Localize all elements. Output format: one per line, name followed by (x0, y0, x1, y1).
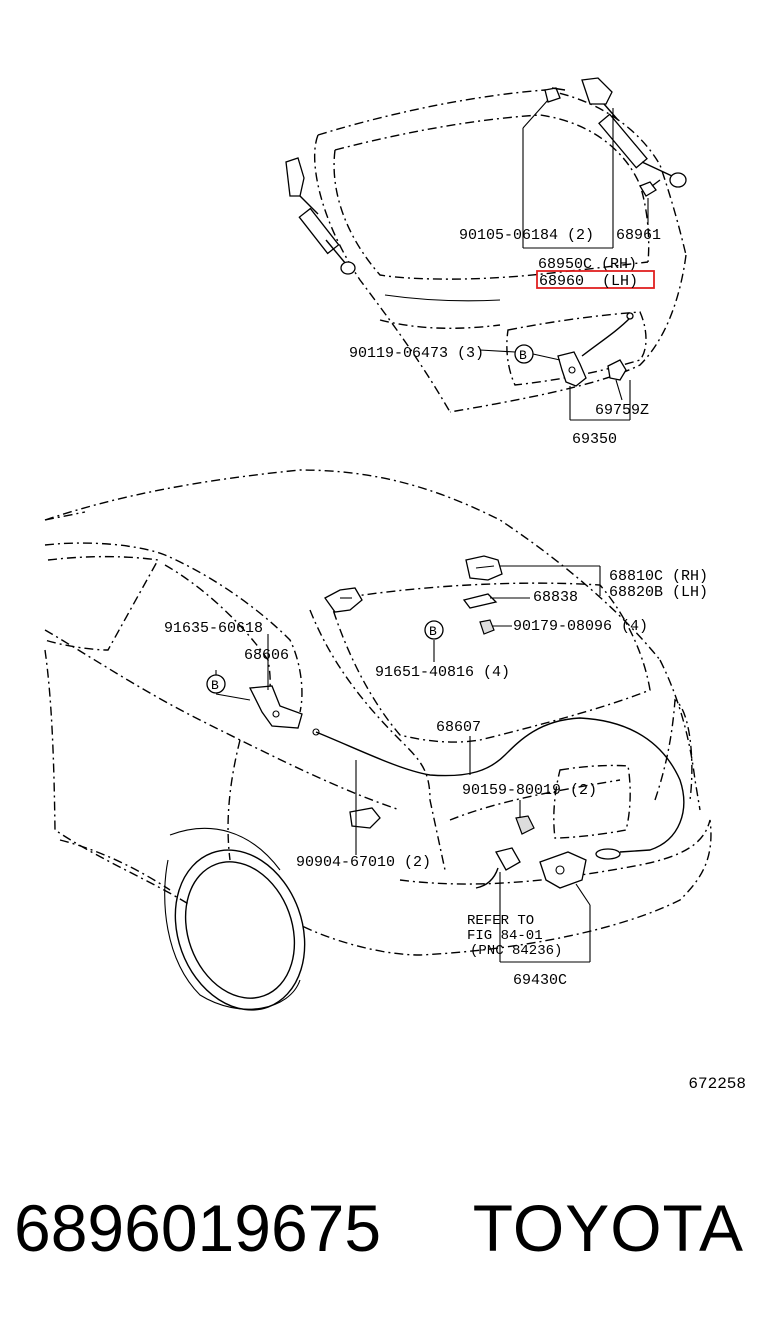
label-91635-60618: 91635-60618 (164, 620, 263, 637)
label-68810c: 68810C (RH) (609, 568, 708, 585)
label-68960-highlighted: 68960 (LH) (539, 273, 638, 290)
brand-name: TOYOTA (472, 1191, 744, 1265)
screw-90159 (515, 815, 535, 835)
label-68838: 68838 (533, 589, 578, 606)
back-door-stay-right (581, 77, 687, 188)
clip-68961 (639, 179, 661, 197)
back-door-lock-69430c (475, 847, 587, 889)
label-90119-06473: 90119-06473 (3) (349, 345, 484, 362)
back-door-illustration: B (285, 77, 687, 421)
clip-90904 (349, 807, 381, 829)
label-90179-08096: 90179-08096 (4) (513, 618, 648, 635)
back-door-stay-left (285, 157, 356, 275)
highlight-box (536, 270, 655, 289)
rear-wheel (164, 827, 306, 1011)
label-refer-pnc: (PNC 84236) (470, 943, 562, 959)
bolt-90105 (544, 87, 566, 103)
label-90105-06184: 90105-06184 (2) (459, 227, 594, 244)
label-91651-40816: 91651-40816 (4) (375, 664, 510, 681)
label-69350: 69350 (572, 431, 617, 448)
opener-lever-68606 (248, 685, 303, 729)
svg-text:B: B (519, 348, 527, 363)
hinge-left (324, 587, 363, 613)
marker-b-hinge: B (424, 620, 444, 640)
label-refer-fig: FIG 84-01 (467, 928, 543, 944)
svg-text:B: B (429, 624, 437, 639)
part-number: 6896019675 (14, 1191, 382, 1265)
nut-90179 (479, 619, 495, 635)
label-68606: 68606 (244, 647, 289, 664)
label-refer-to: REFER TO (467, 913, 534, 929)
label-90904-67010: 90904-67010 (2) (296, 854, 431, 871)
label-68950c: 68950C (RH) (538, 256, 637, 273)
figure-code: 672258 (688, 1075, 746, 1093)
svg-text:B: B (211, 678, 219, 693)
footer: 6896019675 TOYOTA (0, 1190, 760, 1280)
label-68820b: 68820B (LH) (609, 584, 708, 601)
hinge-right-68810c (465, 555, 503, 581)
lock-cylinder-69759z (607, 359, 627, 381)
label-68961: 68961 (616, 227, 661, 244)
label-90159-80019: 90159-80019 (2) (462, 782, 597, 799)
hinge-cover-68838 (462, 593, 498, 609)
label-69759z: 69759Z (595, 402, 649, 419)
label-68607: 68607 (436, 719, 481, 736)
marker-b-top: B (514, 344, 534, 364)
marker-b-opener: B (206, 674, 226, 694)
vehicle-rear-illustration (44, 469, 712, 1011)
back-door-lock-69350 (557, 312, 634, 387)
label-69430c: 69430C (513, 972, 567, 989)
